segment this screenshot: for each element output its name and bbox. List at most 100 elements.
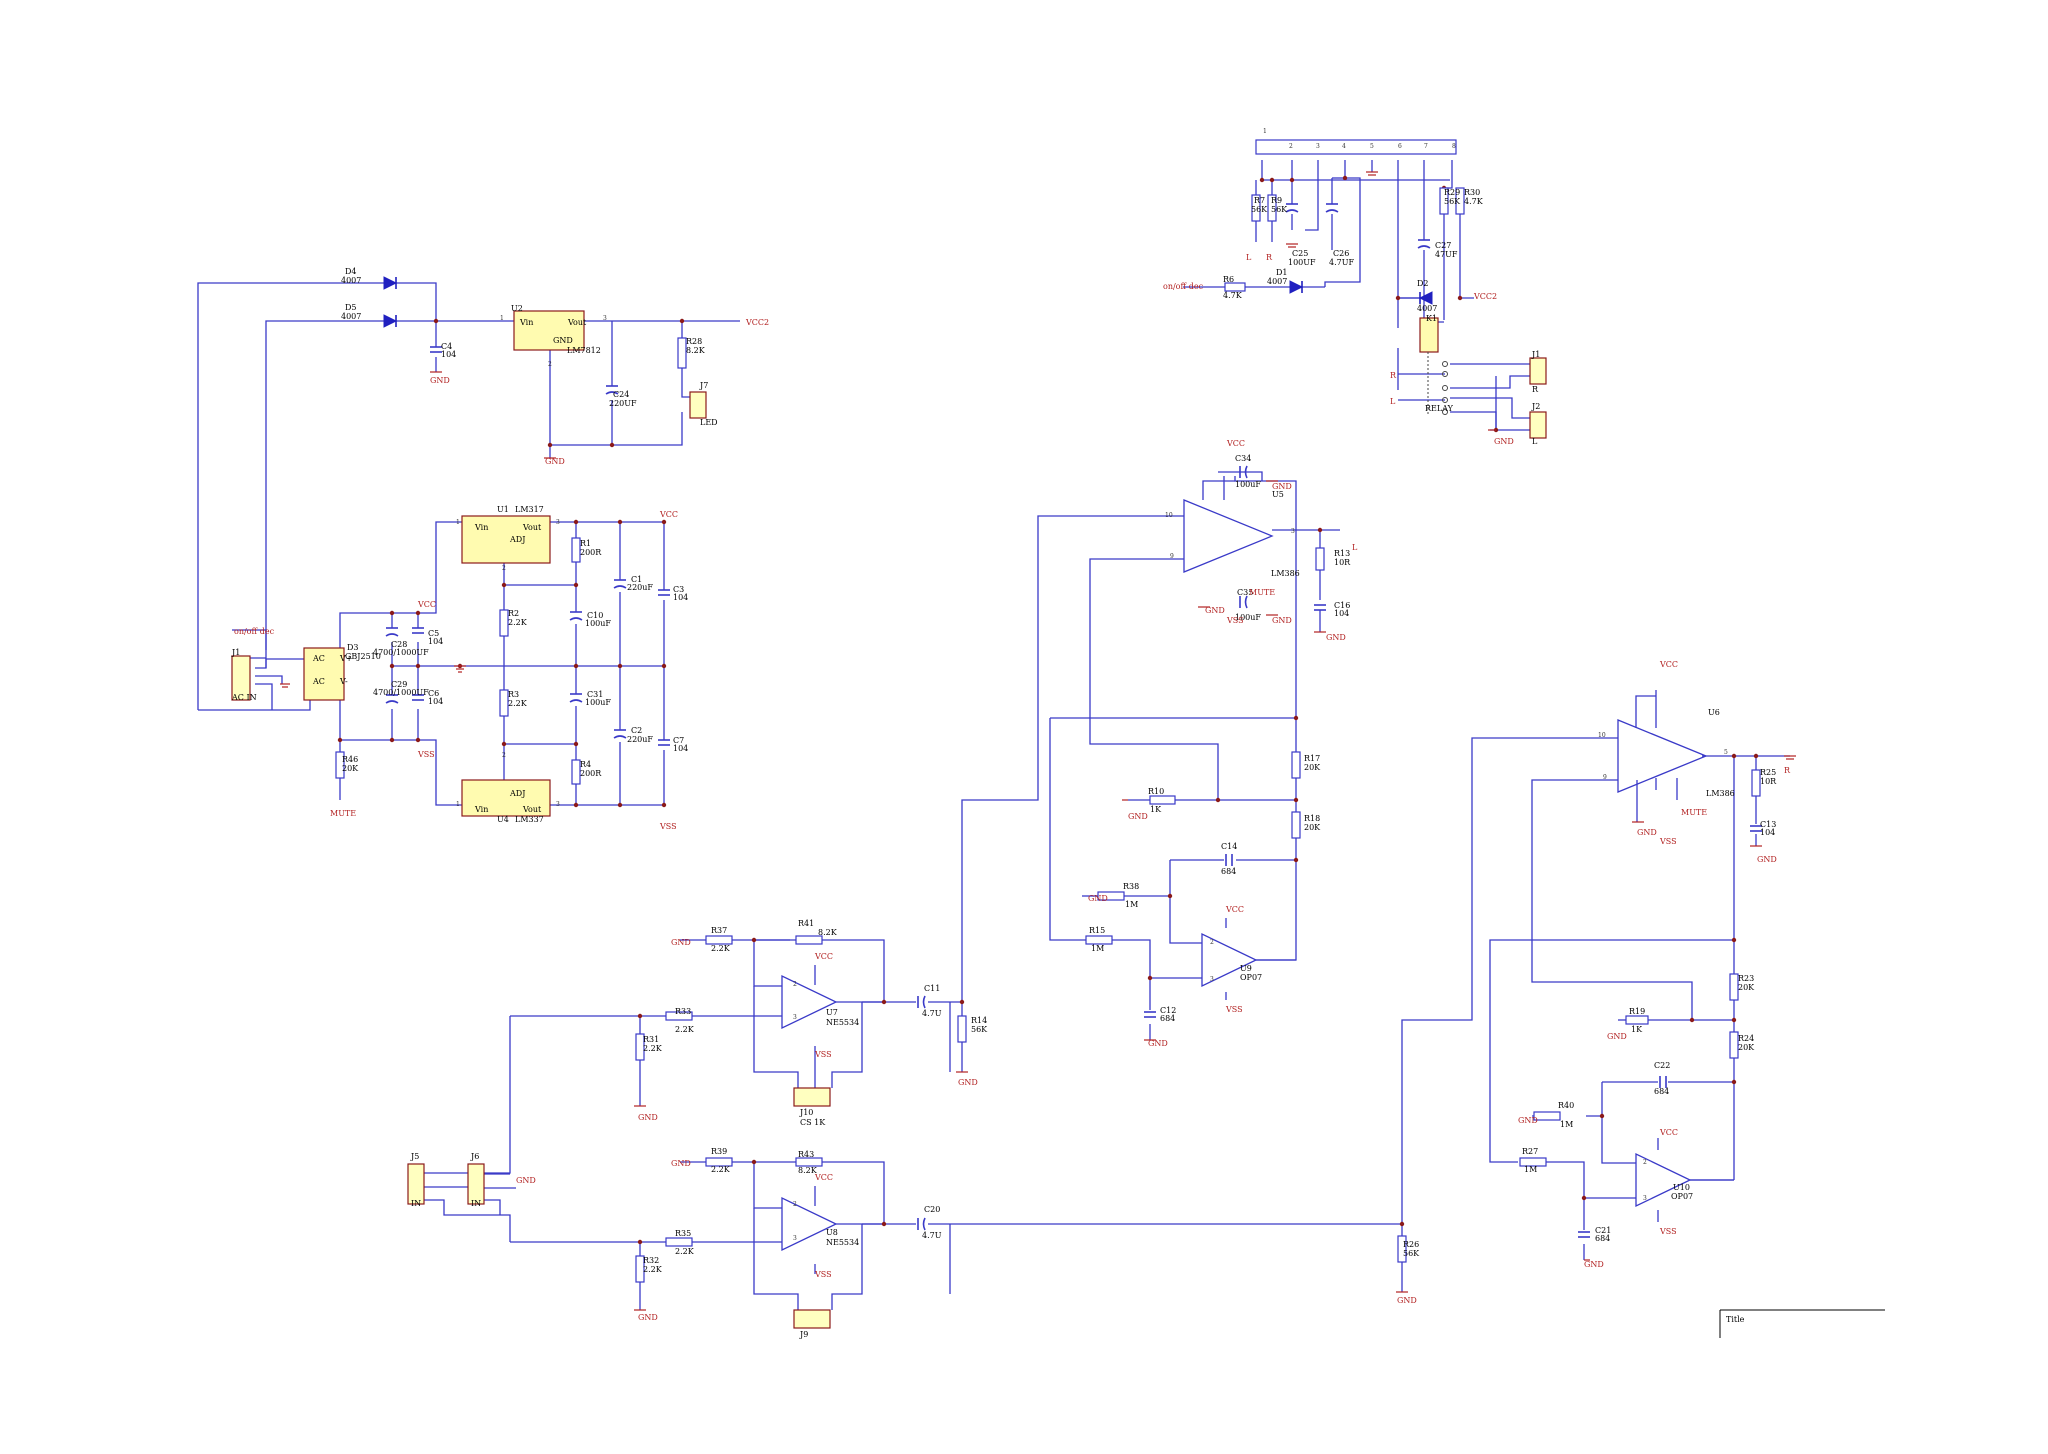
- component-label: J1: [1531, 350, 1540, 359]
- component-label: 56K: [1444, 197, 1461, 206]
- component-label: C16: [1334, 601, 1350, 610]
- pin-number: 5: [1370, 143, 1374, 150]
- component-label: LM386: [1706, 789, 1735, 798]
- component-label: 4007: [1417, 304, 1437, 313]
- component-label: J10: [799, 1108, 813, 1117]
- component-label: 56K: [1251, 205, 1268, 214]
- net-label: GND: [1272, 482, 1292, 491]
- pin-number: 3: [1643, 1195, 1647, 1202]
- component-label: C5: [428, 629, 439, 638]
- component-label: R: [1532, 385, 1539, 394]
- pin-number: 3: [556, 801, 560, 808]
- net-label: GND: [1272, 616, 1292, 625]
- net-label: GND: [1518, 1116, 1538, 1125]
- component-label: J2: [1531, 402, 1540, 411]
- component-label: R13: [1334, 549, 1350, 558]
- component-label: 220uF: [627, 583, 653, 592]
- pin-number: 3: [1210, 976, 1214, 983]
- net-label: R: [1266, 253, 1273, 262]
- component-label: U5: [1272, 490, 1284, 499]
- component-label: D5: [345, 303, 357, 312]
- component-label: C21: [1595, 1226, 1611, 1235]
- component-label: GBJ2510: [345, 652, 381, 661]
- component-label: 8.2K: [686, 346, 706, 355]
- component-label: 1K: [1150, 805, 1162, 814]
- component-label: 104: [1760, 828, 1775, 837]
- net-label: GND: [638, 1113, 658, 1122]
- pin-number: 6: [1398, 143, 1402, 150]
- component-label: 104: [428, 637, 443, 646]
- component-label: 20K: [1738, 983, 1755, 992]
- component-label: 1M: [1125, 900, 1138, 909]
- net-label: VCC2: [1473, 292, 1497, 301]
- component-label: U4: [497, 815, 509, 824]
- component-label: 104: [441, 350, 456, 359]
- pin-number: 3: [793, 1014, 797, 1021]
- net-label: R: [1390, 371, 1397, 380]
- component-label: U8: [826, 1228, 838, 1237]
- component-label: AC IN: [231, 693, 257, 702]
- component-label: J9: [799, 1330, 808, 1339]
- component-label: R32: [643, 1256, 659, 1265]
- net-label: GND: [1128, 812, 1148, 821]
- component-label: R14: [971, 1016, 987, 1025]
- ic-pin-label: AC: [312, 654, 325, 663]
- component-label: IN: [411, 1199, 421, 1208]
- component-label: J7: [699, 381, 708, 390]
- component-label: U10: [1673, 1183, 1690, 1192]
- component-label: 4007: [1267, 277, 1287, 286]
- ic-pin-label: AC: [312, 677, 325, 686]
- component-label: 2.2K: [643, 1044, 663, 1053]
- component-label: R28: [686, 337, 702, 346]
- net-label: VSS: [1659, 837, 1677, 846]
- component-label: R18: [1304, 814, 1320, 823]
- pin-number: 3: [556, 519, 560, 526]
- ground-symbols: [280, 171, 1796, 1311]
- component-label: L: [1532, 437, 1538, 446]
- component-label: C29: [391, 680, 407, 689]
- ic-pin-label: Vin: [474, 523, 488, 532]
- net-label: VCC: [1659, 660, 1678, 669]
- component-label: C28: [391, 640, 407, 649]
- component-label: 104: [428, 697, 443, 706]
- net-label: GND: [1494, 437, 1514, 446]
- pin-number: 2: [793, 981, 797, 988]
- component-label: 200R: [580, 548, 602, 557]
- component-label: R39: [711, 1147, 727, 1156]
- pin-number: 4: [1342, 143, 1346, 150]
- component-label: 4.7U: [922, 1231, 942, 1240]
- pin-number: 2: [1210, 939, 1214, 946]
- diodes: [383, 276, 1433, 328]
- ic-pin-label: Vout: [522, 523, 542, 532]
- net-label: GND: [1757, 855, 1777, 864]
- component-label: R4: [580, 760, 591, 769]
- component-label: 684: [1221, 867, 1236, 876]
- net-label: on/off dec: [234, 627, 275, 636]
- component-label: R33: [675, 1007, 691, 1016]
- component-label: D1: [1276, 268, 1288, 277]
- component-label: U2: [511, 304, 523, 313]
- component-label: RELAY: [1425, 404, 1454, 413]
- ic-pin-label: ADJ: [509, 789, 525, 798]
- net-label: GND: [1637, 828, 1657, 837]
- net-label: GND: [516, 1176, 536, 1185]
- component-label: 56K: [1403, 1249, 1420, 1258]
- component-label: 104: [673, 744, 688, 753]
- net-label: VCC: [814, 952, 833, 961]
- pin-number: 10: [1165, 512, 1173, 519]
- component-label: R35: [675, 1229, 691, 1238]
- net-label: GND: [638, 1313, 658, 1322]
- pin-number: 5: [1724, 749, 1728, 756]
- net-label: GND: [1607, 1032, 1627, 1041]
- net-label: GND: [1088, 894, 1108, 903]
- net-label: VCC: [417, 600, 436, 609]
- component-label: C1: [631, 575, 642, 584]
- component-label: R24: [1738, 1034, 1754, 1043]
- pin-number: 1: [500, 315, 504, 322]
- pin-number: 2: [1643, 1159, 1647, 1166]
- title-block: Title: [1719, 1309, 1885, 1338]
- component-label: U6: [1708, 708, 1720, 717]
- component-label: C34: [1235, 454, 1251, 463]
